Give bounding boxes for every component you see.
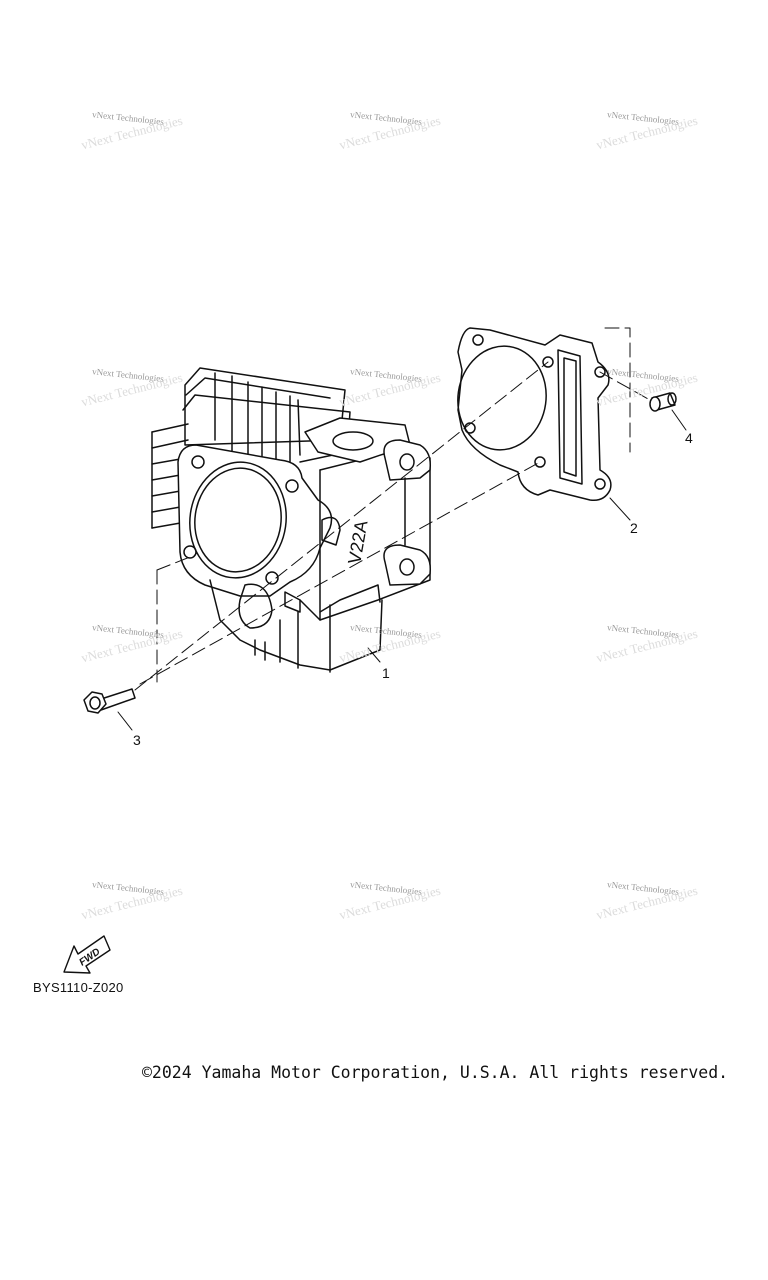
copyright-notice: ©2024 Yamaha Motor Corporation, U.S.A. A… — [142, 1063, 729, 1082]
callout-2: 2 — [630, 520, 638, 536]
dowel-pin-part[interactable] — [649, 392, 677, 412]
cylinder-part[interactable] — [151, 367, 432, 673]
fwd-arrow-icon: FWD — [63, 935, 111, 974]
diagram-code: BYS1110-Z020 — [33, 980, 124, 995]
cylinder-marking: V22A — [344, 519, 371, 566]
gasket-part[interactable] — [451, 327, 612, 502]
callout-1: 1 — [382, 665, 390, 681]
leader-lines — [117, 409, 687, 731]
callout-3: 3 — [133, 732, 141, 748]
assembly-lines — [134, 327, 651, 691]
callout-4: 4 — [685, 430, 693, 446]
bolt-part[interactable] — [83, 688, 136, 714]
